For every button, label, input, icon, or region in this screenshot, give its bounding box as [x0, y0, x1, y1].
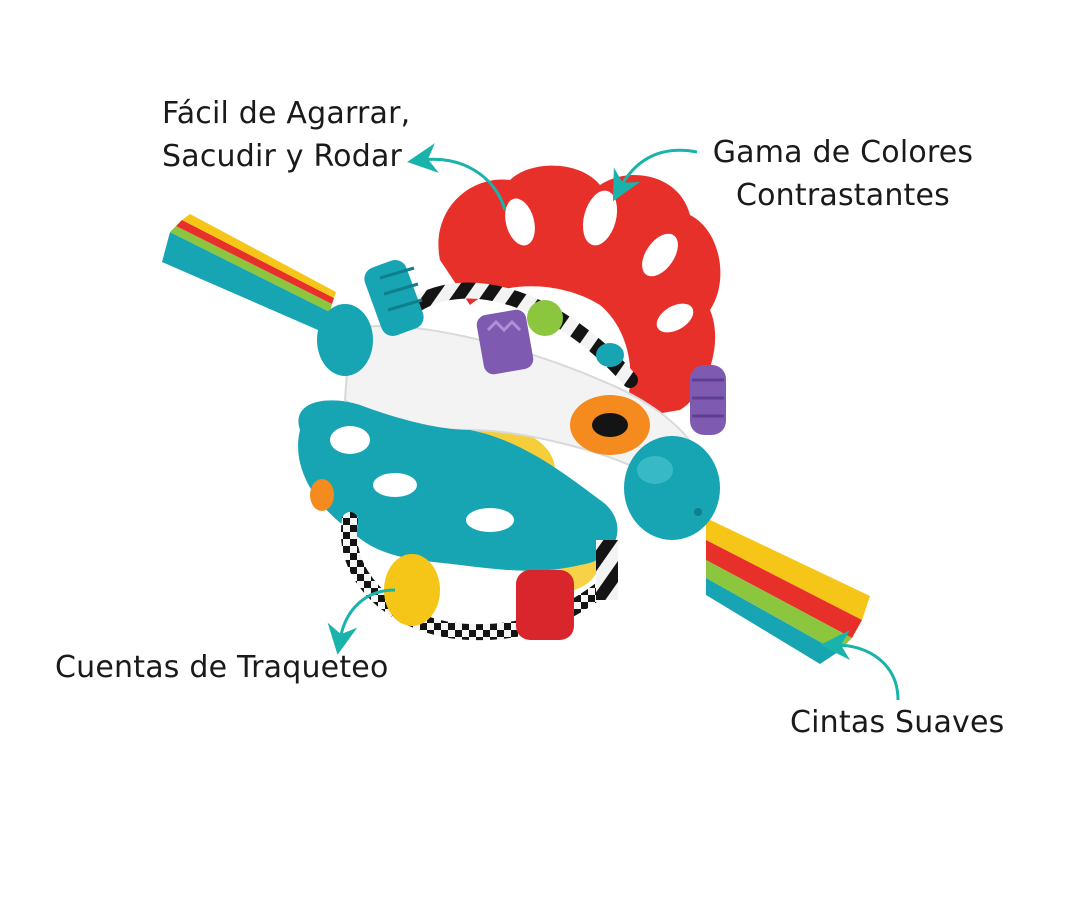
- callout-contrasting-colors: Gama de Colores Contrastantes: [700, 131, 986, 217]
- purple-coil: [690, 365, 726, 435]
- rattle-beads: [310, 300, 650, 640]
- ribbons-right: [706, 518, 870, 664]
- teal-left-hub: [317, 260, 424, 376]
- callout-ribbons-line-1: Cintas Suaves: [790, 705, 1005, 740]
- callout-colors-line-1: Gama de Colores: [712, 135, 974, 170]
- teal-teether: [298, 400, 618, 571]
- callout-colors-line-2: Contrastantes: [735, 178, 951, 213]
- callout-arrows: [327, 143, 900, 701]
- striped-post: [596, 540, 618, 600]
- teal-right-hub: [624, 436, 720, 540]
- callout-soft-ribbons: Cintas Suaves: [790, 701, 1005, 744]
- callout-grab-line-2: Sacudir y Rodar: [162, 139, 403, 174]
- ribbons-left: [162, 214, 336, 330]
- callout-rattle-beads: Cuentas de Traqueteo: [55, 646, 389, 689]
- callout-grab-line-1: Fácil de Agarrar,: [162, 96, 411, 131]
- red-teether-ring: [438, 165, 721, 420]
- callout-beads-line-1: Cuentas de Traqueteo: [55, 650, 389, 685]
- callout-grab-shake-roll: Fácil de Agarrar, Sacudir y Rodar: [162, 92, 410, 178]
